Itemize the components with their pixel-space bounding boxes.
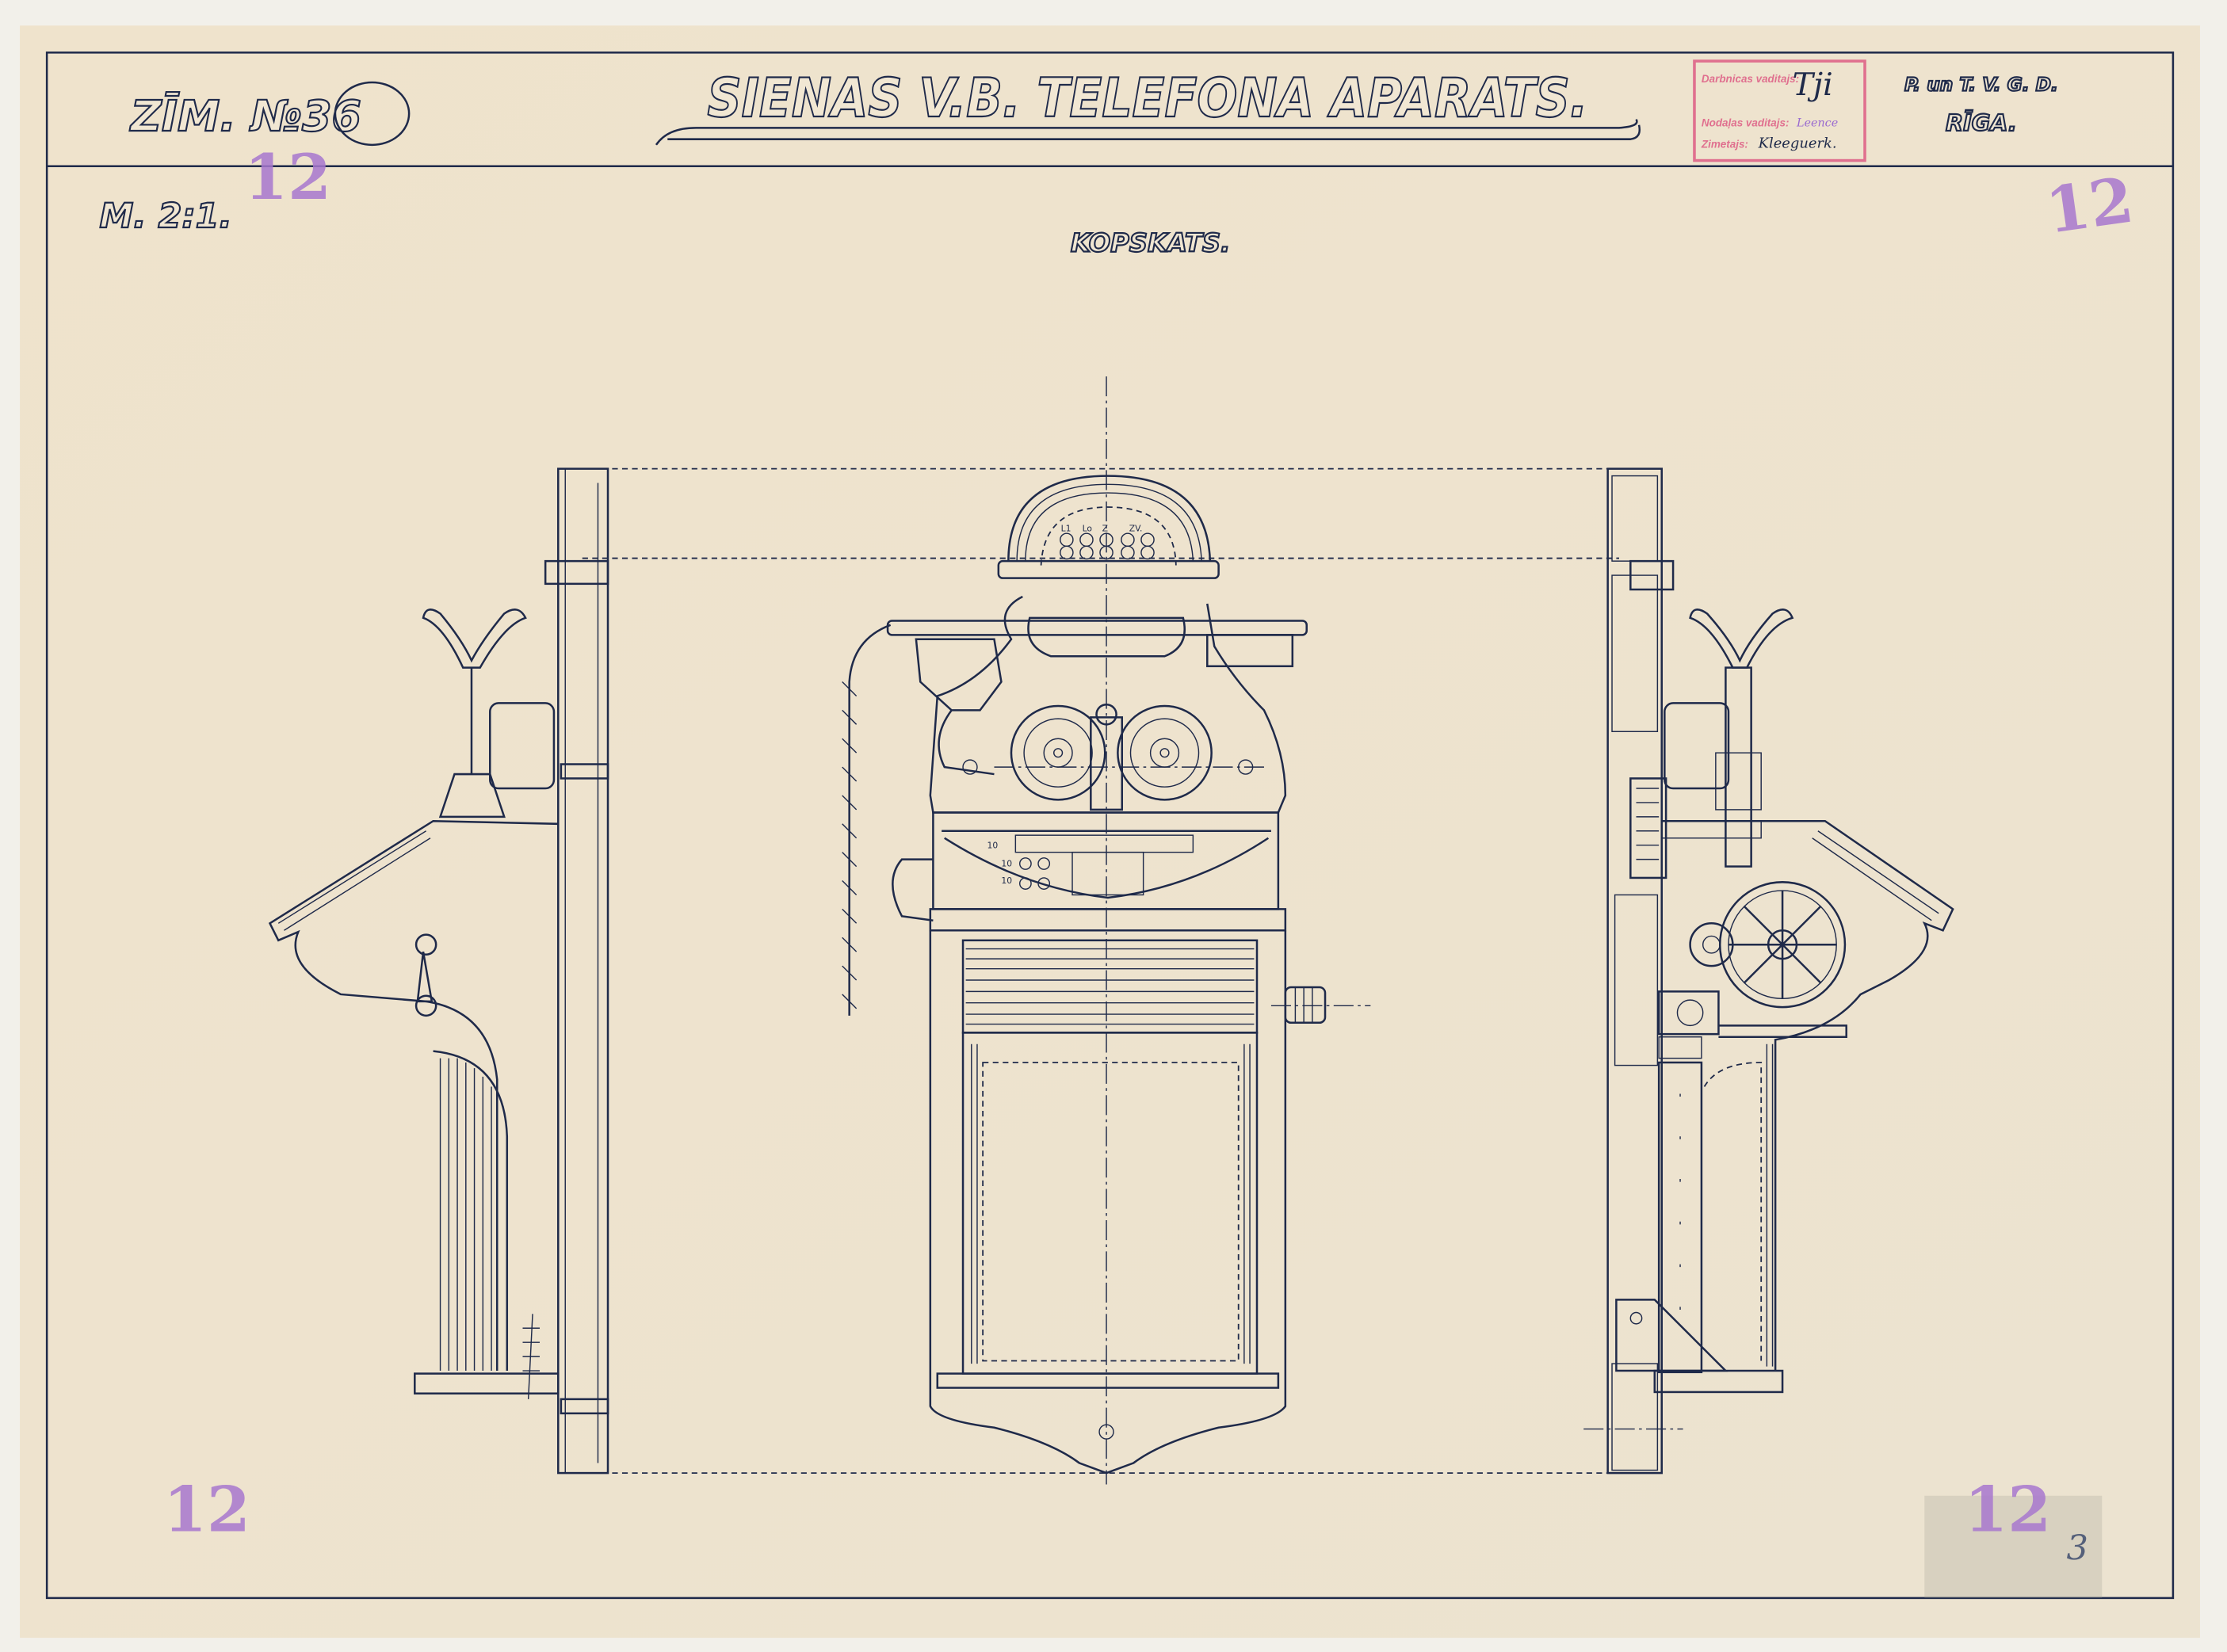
dimension-label: 10 — [987, 840, 999, 850]
handwritten-page-number: 3 — [2066, 1528, 2088, 1568]
construction-lines — [582, 376, 1619, 1485]
stamped-number: 12 — [244, 140, 331, 214]
drawing-frame — [45, 52, 2175, 1600]
organization-line1: P. un T. V. G. D. — [1904, 74, 2058, 96]
organization-line2: RĪGA. — [1946, 109, 2017, 136]
stamped-number: 12 — [1964, 1473, 2051, 1547]
approval-stamp: Darbnicas vaditajs: Tji Nodaļas vaditajs… — [1693, 59, 1866, 162]
right-section-view — [1583, 467, 1954, 1475]
tape-patch — [1924, 1495, 2103, 1598]
sheet-number-oval — [334, 81, 411, 147]
department-head-signature: Leence — [1796, 117, 1838, 130]
draftsman-signature: Kleeguerk. — [1758, 135, 1837, 151]
terminal-label: L1 — [1061, 523, 1071, 533]
department-head-label: Nodaļas vaditajs: — [1702, 117, 1790, 129]
draftsman-label: Zimetajs: — [1701, 138, 1748, 150]
terminal-label: Lo — [1083, 523, 1092, 533]
workshop-head-label: Darbnicas vaditajs: — [1702, 73, 1799, 85]
drawing-title: SIENAS V.B. TELEFONA APARATS. — [707, 67, 1587, 130]
dimension-label: 10 — [1001, 859, 1012, 869]
stamped-number: 12 — [2042, 162, 2138, 247]
sheet-number: ZĪM. №36 — [129, 91, 361, 141]
scale-label: M. 2:1. — [99, 196, 231, 236]
front-view: L1 Lo Z ZV. 10 10 10 — [842, 475, 1327, 1475]
title-underline-flourish — [655, 118, 1641, 146]
terminal-label: ZV. — [1129, 523, 1143, 533]
view-label: KOPSKATS. — [1071, 227, 1231, 258]
workshop-head-signature: Tji — [1793, 67, 1833, 103]
dimension-label: 10 — [1001, 876, 1012, 886]
stamped-number: 12 — [163, 1473, 250, 1547]
terminal-label: Z — [1102, 523, 1108, 533]
left-side-view — [268, 467, 609, 1475]
terminal-labels: L1 Lo Z ZV. — [1061, 523, 1143, 533]
